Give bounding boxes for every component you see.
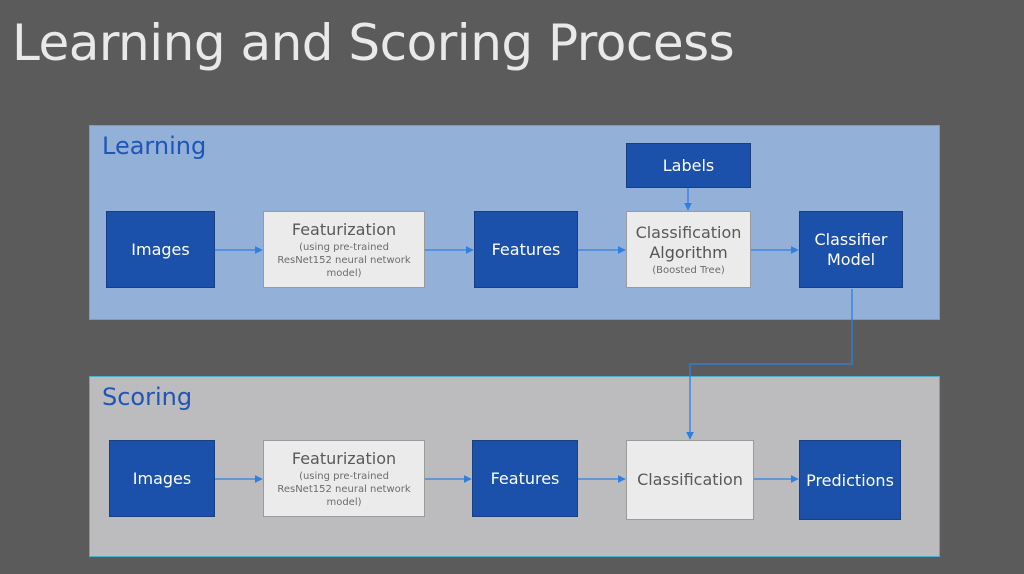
classification-box: Classification — [626, 440, 754, 520]
scoring-images-label: Images — [132, 469, 192, 488]
scoring-features-label: Features — [490, 469, 560, 488]
learning-featurization-subtitle: (using pre-trained ResNet152 neural netw… — [277, 241, 411, 279]
slide-title: Learning and Scoring Process — [12, 14, 735, 72]
learning-images-box: Images — [106, 211, 215, 288]
scoring-featurization-box: Featurization (using pre-trained ResNet1… — [263, 440, 425, 517]
scoring-featurization-title: Featurization — [291, 448, 397, 468]
scoring-panel-label: Scoring — [102, 383, 193, 411]
learning-features-box: Features — [474, 211, 578, 288]
predictions-label: Predictions — [806, 470, 894, 490]
scoring-featurization-subtitle: (using pre-trained ResNet152 neural netw… — [277, 470, 411, 508]
classification-algorithm-box: Classification Algorithm (Boosted Tree) — [626, 211, 751, 288]
classification-label: Classification — [637, 470, 743, 489]
scoring-images-box: Images — [109, 440, 215, 517]
classification-algorithm-line2: Algorithm — [649, 242, 728, 262]
classifier-model-line1: Classifier — [814, 229, 888, 249]
classification-algorithm-subtitle: (Boosted Tree) — [652, 264, 725, 276]
arrow-model-to-classification — [686, 289, 853, 440]
predictions-box: Predictions — [799, 440, 901, 520]
learning-features-label: Features — [491, 240, 561, 259]
learning-panel-label: Learning — [102, 132, 207, 160]
scoring-features-box: Features — [472, 440, 578, 517]
learning-featurization-box: Featurization (using pre-trained ResNet1… — [263, 211, 425, 288]
classification-algorithm-line1: Classification — [635, 222, 742, 242]
learning-featurization-title: Featurization — [291, 219, 397, 239]
labels-box: Labels — [626, 143, 751, 188]
classifier-model-line2: Model — [826, 249, 876, 269]
learning-images-label: Images — [131, 240, 190, 259]
labels-label: Labels — [662, 156, 715, 175]
classifier-model-box: Classifier Model — [799, 211, 903, 288]
